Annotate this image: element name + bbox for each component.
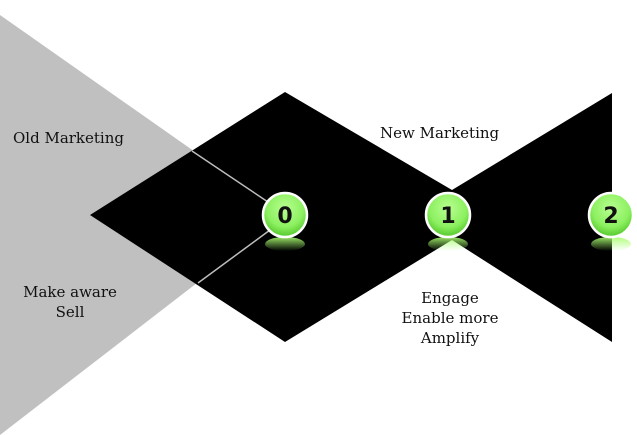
old-marketing-title: Old Marketing [13,129,124,147]
node-1: 1 [424,191,472,239]
old-marketing-action: Sell [55,303,85,321]
node-0: 0 [261,191,309,239]
old-marketing-action: Make aware [23,283,117,301]
node-2-label: 2 [603,204,618,229]
new-marketing-title: New Marketing [380,124,500,142]
new-marketing-action: Amplify [420,329,480,347]
new-marketing-action: Engage [421,289,479,307]
old-marketing-actions: Make aware Sell [10,282,130,322]
connector-line-lower [197,229,271,284]
node-2-glow [591,237,631,251]
node-2: 2 [587,191,635,239]
node-1-label: 1 [440,204,455,229]
node-1-glow [428,237,468,251]
connector-line-upper [191,150,269,203]
new-marketing-diamond [90,92,612,342]
node-0-label: 0 [277,204,292,229]
node-0-glow [265,237,305,251]
new-marketing-actions: Engage Enable more Amplify [385,288,515,348]
new-marketing-action: Enable more [401,309,499,327]
